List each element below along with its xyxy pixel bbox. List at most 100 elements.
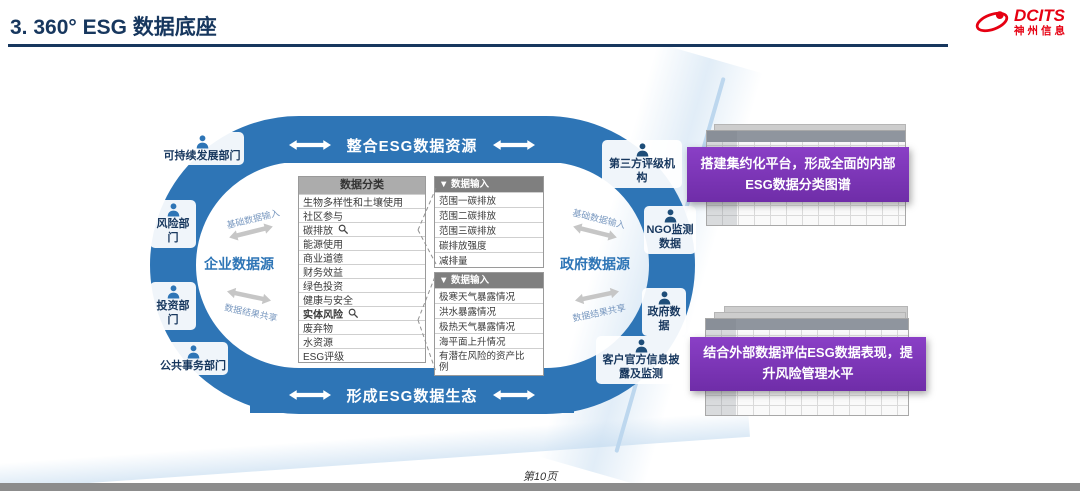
- dept-node-public-affairs: 公共事务部门: [158, 342, 228, 376]
- dept-node-sustainable-development: 可持续发展部门: [160, 132, 244, 166]
- table-row: 海平面上升情况: [435, 333, 543, 348]
- person-icon: [167, 203, 179, 217]
- row-label: 海平面上升情况: [439, 337, 506, 348]
- table-row: 能源使用: [299, 236, 425, 251]
- table-row: 极寒天气暴露情况: [435, 288, 543, 303]
- node-label: NGO监测数据: [646, 224, 694, 251]
- table-row: 范围二碳排放: [435, 207, 543, 222]
- banner-integrate-esg-data: 整合ESG数据资源: [250, 127, 574, 163]
- row-label: 生物多样性和土壤使用: [303, 198, 403, 209]
- table-row: 水资源: [299, 334, 425, 349]
- row-label: 财务效益: [303, 268, 343, 279]
- logo-brand: DCITS: [1014, 6, 1065, 25]
- page-title: 3. 360° ESG 数据底座: [10, 16, 217, 39]
- table-row: 商业道德: [299, 250, 425, 265]
- table-row: 碳排放强度: [435, 237, 543, 252]
- row-label: 社区参与: [303, 212, 343, 223]
- data-input-table-carbon: ▼ 数据输入 范围一碳排放 范围二碳排放 范围三碳排放 碳排放强度 减排量: [434, 176, 544, 268]
- row-label: 碳排放强度: [439, 241, 487, 252]
- data-classification-table: 数据分类 生物多样性和土壤使用 社区参与 碳排放 能源使用 商业道德 财务效益 …: [298, 176, 426, 363]
- row-label: 水资源: [303, 338, 333, 349]
- table-row: 有潜在风险的资产比例: [435, 348, 543, 375]
- double-arrow-icon: [288, 390, 331, 400]
- logo-text: DCITS 神州信息: [1014, 6, 1068, 37]
- node-label: 客户官方信息披露及监测: [602, 354, 680, 381]
- row-label: 废弃物: [303, 324, 333, 335]
- row-label: 极热天气暴露情况: [439, 322, 516, 333]
- row-label: 减排量: [439, 256, 468, 267]
- page-number: 第10页: [522, 471, 558, 483]
- double-arrow-icon: [493, 140, 536, 150]
- row-label: 范围三碳排放: [439, 226, 497, 237]
- row-label: 绿色投资: [303, 282, 343, 293]
- magnifier-icon: [338, 224, 349, 235]
- banner-bottom-label: 形成ESG数据生态: [346, 387, 478, 405]
- table-row: 废弃物: [299, 320, 425, 335]
- magnifier-icon: [348, 308, 359, 319]
- bottom-edge-strip: [0, 483, 1080, 491]
- table-row: 社区参与: [299, 208, 425, 223]
- node-label: 公共事务部门: [160, 360, 226, 372]
- callout-text: 结合外部数据评估ESG数据表现，提升风险管理水平: [703, 345, 913, 381]
- double-arrow-icon: [288, 140, 331, 150]
- row-label: 洪水暴露情况: [439, 307, 497, 318]
- person-icon: [635, 339, 647, 353]
- node-label: 投资部门: [156, 300, 190, 327]
- row-label: 实体风险: [303, 310, 343, 321]
- callout-internal-platform: 搭建集约化平台，形成全面的内部ESG数据分类图谱: [687, 147, 909, 202]
- table-row: 碳排放: [299, 222, 425, 237]
- row-label: ESG评级: [303, 352, 345, 363]
- government-data-source-label: 政府数据源: [560, 256, 630, 272]
- row-label: 极寒天气暴露情况: [439, 292, 516, 303]
- table-header: 数据分类: [299, 177, 425, 194]
- dashed-connectors: [417, 187, 437, 373]
- double-arrow-icon: [574, 287, 620, 305]
- double-arrow-icon: [229, 223, 273, 241]
- row-label: 范围二碳排放: [439, 211, 497, 222]
- table-row: 财务效益: [299, 264, 425, 279]
- person-icon: [187, 345, 199, 359]
- dept-node-risk: 风险部门: [150, 200, 196, 248]
- callout-text: 搭建集约化平台，形成全面的内部ESG数据分类图谱: [700, 155, 896, 192]
- table-row: 绿色投资: [299, 278, 425, 293]
- person-icon: [196, 135, 208, 149]
- company-logo: DCITS 神州信息: [973, 6, 1068, 37]
- table-row: 实体风险: [299, 306, 425, 321]
- table-row: 健康与安全: [299, 292, 425, 307]
- banner-top-label: 整合ESG数据资源: [346, 137, 478, 155]
- double-arrow-icon: [226, 287, 272, 305]
- table-row: 极热天气暴露情况: [435, 318, 543, 333]
- row-label: 能源使用: [303, 240, 343, 251]
- data-input-table-physical-risk: ▼ 数据输入 极寒天气暴露情况 洪水暴露情况 极热天气暴露情况 海平面上升情况 …: [434, 272, 544, 376]
- row-label: 范围一碳排放: [439, 196, 497, 207]
- table-row: 生物多样性和土壤使用: [299, 194, 425, 209]
- row-label: 健康与安全: [303, 296, 353, 307]
- callout-external-evaluation: 结合外部数据评估ESG数据表现，提升风险管理水平: [690, 337, 926, 391]
- person-icon: [658, 291, 670, 305]
- node-label: 风险部门: [156, 218, 190, 245]
- source-node-government-data: 政府数据: [642, 288, 686, 336]
- source-node-ngo-monitoring: NGO监测数据: [644, 206, 696, 254]
- dcits-logo-icon: [975, 11, 1009, 33]
- source-node-customer-disclosure: 客户官方信息披露及监测: [596, 336, 686, 384]
- header-rule: [8, 44, 948, 47]
- table-row: 范围一碳排放: [435, 192, 543, 207]
- table-row: 洪水暴露情况: [435, 303, 543, 318]
- dept-node-investment: 投资部门: [150, 282, 196, 330]
- source-node-third-party-rating: 第三方评级机构: [602, 140, 682, 188]
- node-label: 可持续发展部门: [163, 150, 241, 162]
- logo-name: 神州信息: [1014, 24, 1068, 37]
- row-label: 商业道德: [303, 254, 343, 265]
- double-arrow-icon: [493, 390, 536, 400]
- row-label: 有潜在风险的资产比例: [439, 351, 525, 373]
- double-arrow-icon: [573, 223, 617, 241]
- table-row: ESG评级: [299, 348, 425, 363]
- banner-esg-data-ecosystem: 形成ESG数据生态: [250, 377, 574, 413]
- table-header: ▼ 数据输入: [435, 177, 543, 192]
- table-row: 范围三碳排放: [435, 222, 543, 237]
- person-icon: [664, 209, 676, 223]
- row-label: 碳排放: [303, 226, 333, 237]
- person-icon: [167, 285, 179, 299]
- table-row: 减排量: [435, 252, 543, 267]
